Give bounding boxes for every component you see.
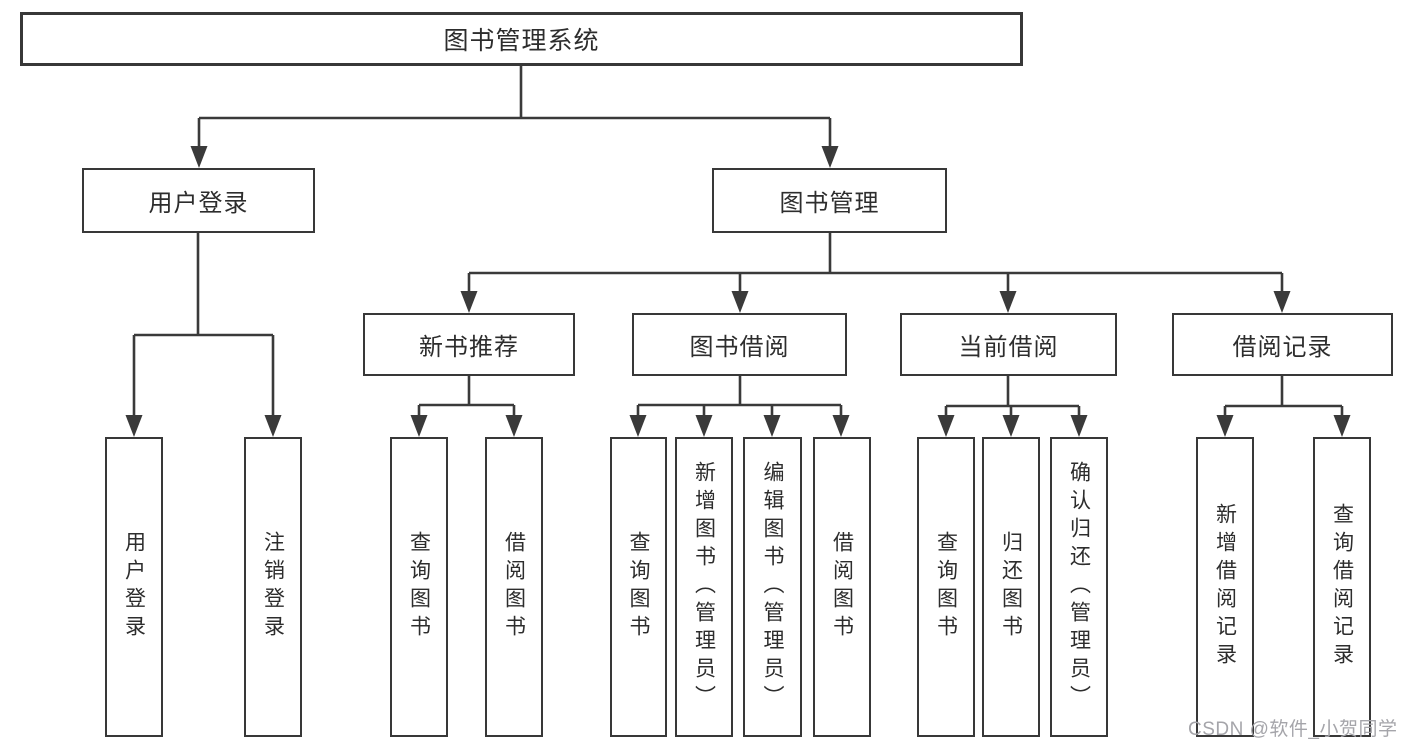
node-label: 查询图书	[934, 531, 958, 643]
node-user-login: 用户登录	[82, 168, 315, 233]
connector-root-to-level2	[190, 66, 839, 168]
node-new-book-recommend: 新书推荐	[363, 313, 575, 376]
leaf-logout: 注销登录	[244, 437, 302, 737]
leaf-user-login: 用户登录	[105, 437, 163, 737]
node-label: 借阅图书	[502, 531, 526, 643]
node-borrowing-records: 借阅记录	[1172, 313, 1393, 376]
node-label: 当前借阅	[958, 334, 1059, 361]
node-book-management: 图书管理	[712, 168, 947, 233]
node-label: 图书借阅	[689, 334, 790, 361]
node-label: 查询图书	[407, 531, 431, 643]
leaf-query-books-current: 查询图书	[917, 437, 975, 737]
leaf-add-borrow-record: 新增借阅记录	[1196, 437, 1254, 737]
node-label: 查询图书	[627, 531, 650, 643]
connector-book-mgmt-to-level3	[460, 233, 1291, 313]
node-label: 图书管理系统	[443, 27, 600, 55]
node-label: 图书管理	[779, 190, 880, 217]
node-library-management-system: 图书管理系统	[20, 12, 1023, 66]
leaf-borrow-books-recommend: 借阅图书	[485, 437, 543, 737]
node-current-borrowing: 当前借阅	[900, 313, 1117, 376]
watermark-text: CSDN @软件_小贺同学	[1188, 719, 1398, 740]
node-label: 查询借阅记录	[1330, 503, 1354, 671]
node-label: 新增借阅记录	[1213, 503, 1237, 671]
connector-borrowing-children	[629, 376, 850, 437]
node-book-borrowing: 图书借阅	[632, 313, 847, 376]
connector-records-children	[1216, 376, 1351, 437]
node-label: 用户登录	[148, 190, 249, 217]
leaf-borrow-books: 借阅图书	[813, 437, 871, 737]
connector-current-borrowing-children	[937, 376, 1088, 437]
node-label: 新增图书（管理员）	[692, 461, 716, 713]
leaf-query-books-borrowing: 查询图书	[610, 437, 667, 737]
leaf-query-books-recommend: 查询图书	[390, 437, 448, 737]
node-label: 用户登录	[122, 531, 146, 643]
node-label: 新书推荐	[419, 334, 519, 361]
connector-new-book-children	[410, 376, 523, 437]
leaf-edit-book-admin: 编辑图书（管理员）	[743, 437, 802, 737]
leaf-return-books: 归还图书	[982, 437, 1040, 737]
node-label: 借阅记录	[1232, 334, 1333, 361]
leaf-confirm-return-admin: 确认归还（管理员）	[1050, 437, 1108, 737]
node-label: 归还图书	[999, 531, 1023, 643]
leaf-query-borrow-record: 查询借阅记录	[1313, 437, 1371, 737]
leaf-add-book-admin: 新增图书（管理员）	[675, 437, 733, 737]
node-label: 注销登录	[261, 531, 285, 643]
node-label: 借阅图书	[830, 531, 854, 643]
node-label: 确认归还（管理员）	[1067, 461, 1091, 713]
node-label: 编辑图书（管理员）	[761, 461, 784, 713]
connector-user-login-children	[125, 233, 282, 437]
